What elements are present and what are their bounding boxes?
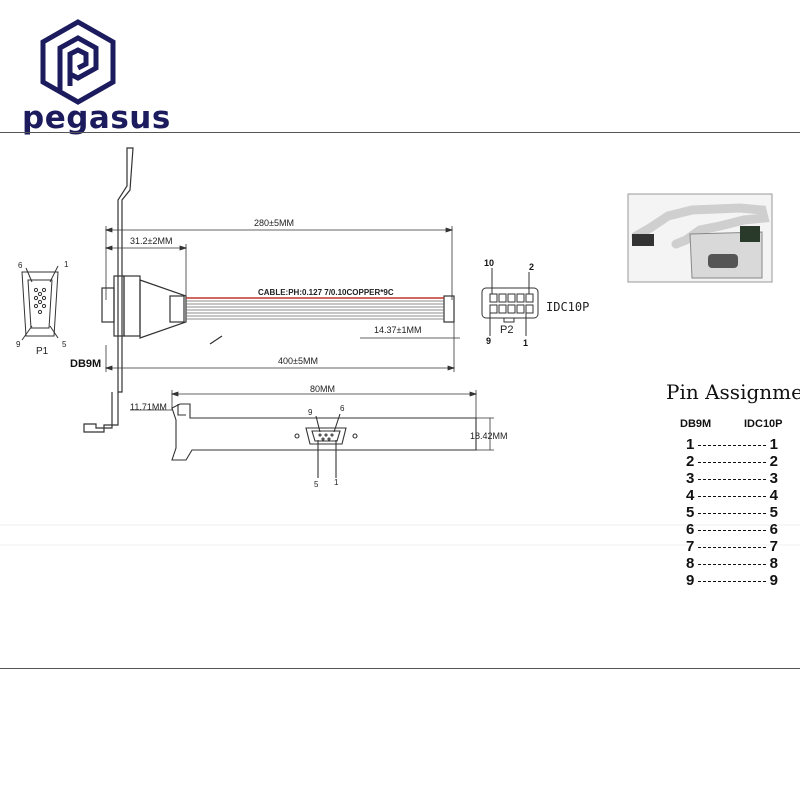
header-divider <box>0 132 800 133</box>
dim-overall-label: 400±5MM <box>278 356 318 366</box>
front-dimension-lines <box>130 390 494 451</box>
cable-spec-label: CABLE:PH:0.127 7/0.10COPPER*9C <box>258 288 394 297</box>
dim-bracket-width-label: 80MM <box>310 384 336 394</box>
idc-label: IDC10P <box>546 300 590 314</box>
pin-col-db9: DB9M <box>680 418 712 430</box>
ribbon-cable <box>186 297 444 320</box>
side-bracket <box>83 147 455 433</box>
p2-idc-connector <box>481 268 539 336</box>
dimension-lines <box>104 226 460 372</box>
pin-col-idc: IDC10P <box>744 418 783 430</box>
bracket-pin-1: 1 <box>334 478 339 487</box>
bracket-pin-5: 5 <box>314 480 319 489</box>
p1-pin-6: 6 <box>18 261 23 270</box>
p1-connector-face <box>21 265 59 341</box>
dim-left-label: 31.2±2MM <box>130 236 173 246</box>
p1-pin-1: 1 <box>64 260 69 269</box>
dim-idc-length-label: 14.37±1MM <box>374 325 422 335</box>
db9-label: DB9M <box>70 358 102 370</box>
footer-divider <box>0 668 800 669</box>
p1-pin-5: 5 <box>62 340 67 349</box>
bracket-pin-6: 6 <box>340 404 345 413</box>
product-photo <box>627 193 773 283</box>
p2-pin-10: 10 <box>484 258 495 268</box>
dim-top-label: 280±5MM <box>254 218 294 228</box>
front-bracket <box>171 403 477 478</box>
p2-pin-1: 1 <box>523 338 529 348</box>
bracket-pin-9: 9 <box>308 408 313 417</box>
brand-name: pegasus <box>22 100 171 136</box>
p1-pin-9: 9 <box>16 340 21 349</box>
hexagon-p-logo-icon <box>40 19 116 105</box>
dim-bracket-offset-label: 11.71MM <box>130 402 167 412</box>
dim-bracket-height-label: 18.42MM <box>470 431 508 441</box>
p2-label: P2 <box>500 324 514 336</box>
pin-assignment-title: Pin Assignment <box>666 380 800 404</box>
p2-pin-2: 2 <box>529 262 535 272</box>
p1-label: P1 <box>36 346 49 357</box>
p2-pin-9: 9 <box>486 336 492 346</box>
